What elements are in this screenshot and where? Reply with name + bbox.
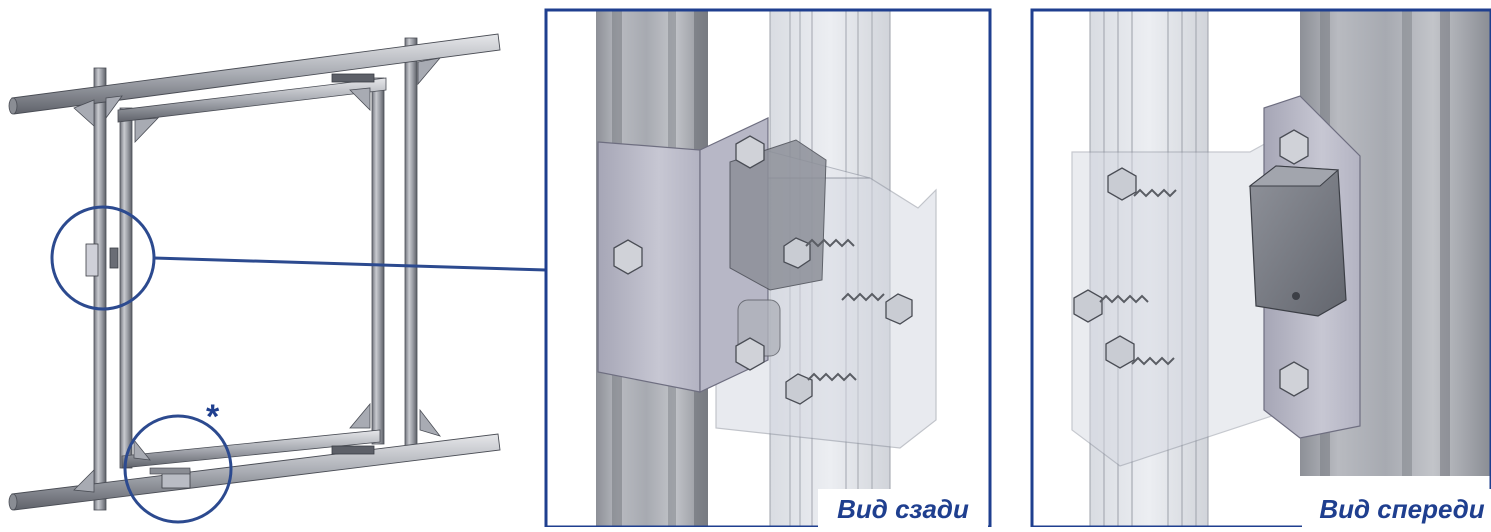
door-post-left xyxy=(119,107,133,469)
callout-line xyxy=(153,256,547,272)
hinge-bottom xyxy=(331,445,375,455)
latch-box xyxy=(109,247,119,269)
hinge-top xyxy=(331,73,375,83)
frame-overview xyxy=(8,33,501,511)
rear-view-image xyxy=(546,10,990,527)
frame-post-right-outer xyxy=(404,37,418,459)
door-rail-top xyxy=(117,77,387,123)
door-rail-bottom xyxy=(121,429,381,469)
corner-gussets xyxy=(73,57,442,493)
front-view-caption: Вид спереди xyxy=(1302,489,1491,529)
detail-circle-bottom xyxy=(123,414,233,524)
latch-plate xyxy=(85,243,99,277)
frame-post-left-outer xyxy=(93,67,107,511)
front-view-image xyxy=(1032,10,1491,527)
marker-asterisk: * xyxy=(206,398,220,436)
door-post-right xyxy=(371,77,385,445)
rear-view-caption: Вид сзади xyxy=(818,489,988,529)
